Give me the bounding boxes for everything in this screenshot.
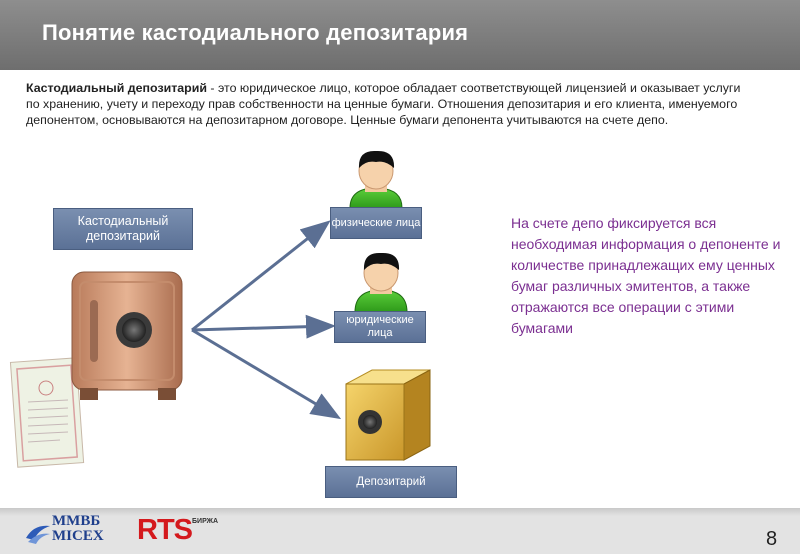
safe-icon bbox=[71, 271, 183, 400]
person-icon bbox=[354, 252, 408, 313]
depo-account-note: На счете депо фиксируется вся необходима… bbox=[511, 215, 781, 336]
mmvb-logo-line2: MICEX bbox=[52, 528, 104, 544]
person-icon bbox=[349, 150, 403, 209]
rts-logo: RTS bbox=[137, 514, 193, 546]
definition-text: - это юридическое лицо, которое обладает… bbox=[26, 81, 741, 127]
arrow-icon bbox=[191, 220, 342, 420]
mmvb-logo-icon bbox=[26, 525, 50, 544]
legal-entities-box: юридические лица bbox=[334, 311, 426, 343]
safe-icon bbox=[345, 369, 431, 461]
rts-logo-subtitle: БИРЖА bbox=[192, 518, 219, 525]
depository-box: Депозитарий bbox=[325, 466, 457, 498]
page-title: Понятие кастодиального депозитария bbox=[42, 20, 469, 45]
slide-header: Понятие кастодиального депозитария bbox=[0, 0, 800, 70]
individuals-box: физические лица bbox=[330, 207, 422, 239]
footer-band bbox=[0, 508, 800, 516]
definition-paragraph: Кастодиальный депозитарий - это юридичес… bbox=[26, 80, 756, 128]
certificate-icon bbox=[9, 357, 85, 468]
mmvb-logo-line1: ММВБ bbox=[52, 513, 101, 529]
custodian-depository-box: Кастодиальный депозитарий bbox=[53, 208, 193, 250]
page-number: 8 bbox=[766, 528, 778, 550]
definition-term: Кастодиальный депозитарий bbox=[26, 81, 207, 95]
mmvb-logo: ММВБ MICEX bbox=[52, 514, 104, 544]
